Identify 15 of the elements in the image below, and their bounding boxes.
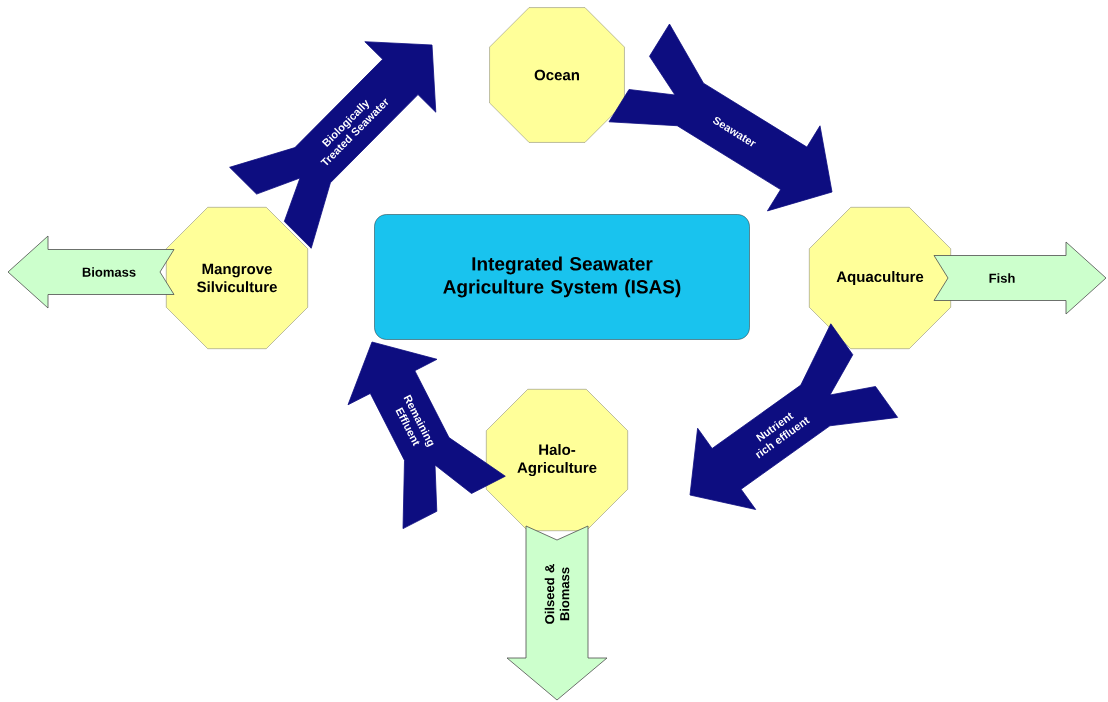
- block-arrow: [506, 525, 608, 701]
- edge-label: Biomass: [82, 267, 136, 277]
- block-arrow: [7, 235, 175, 309]
- block-arrow: [689, 323, 898, 510]
- octagon-node: Halo- Agriculture: [486, 389, 628, 531]
- edge-label: Oilseed & Biomass: [544, 564, 570, 624]
- octagon-node: Aquaculture: [809, 207, 951, 349]
- block-arrow: [347, 341, 506, 529]
- edge-label: Fish: [989, 273, 1015, 283]
- octagon-node: Mangrove Silviculture: [166, 207, 308, 349]
- block-arrow: [933, 241, 1107, 315]
- system-box: Integrated Seawater Agriculture System (ISAS): [374, 214, 750, 340]
- octagon-node: Ocean: [489, 7, 625, 143]
- block-arrow: [229, 41, 437, 249]
- block-arrow: [608, 23, 833, 212]
